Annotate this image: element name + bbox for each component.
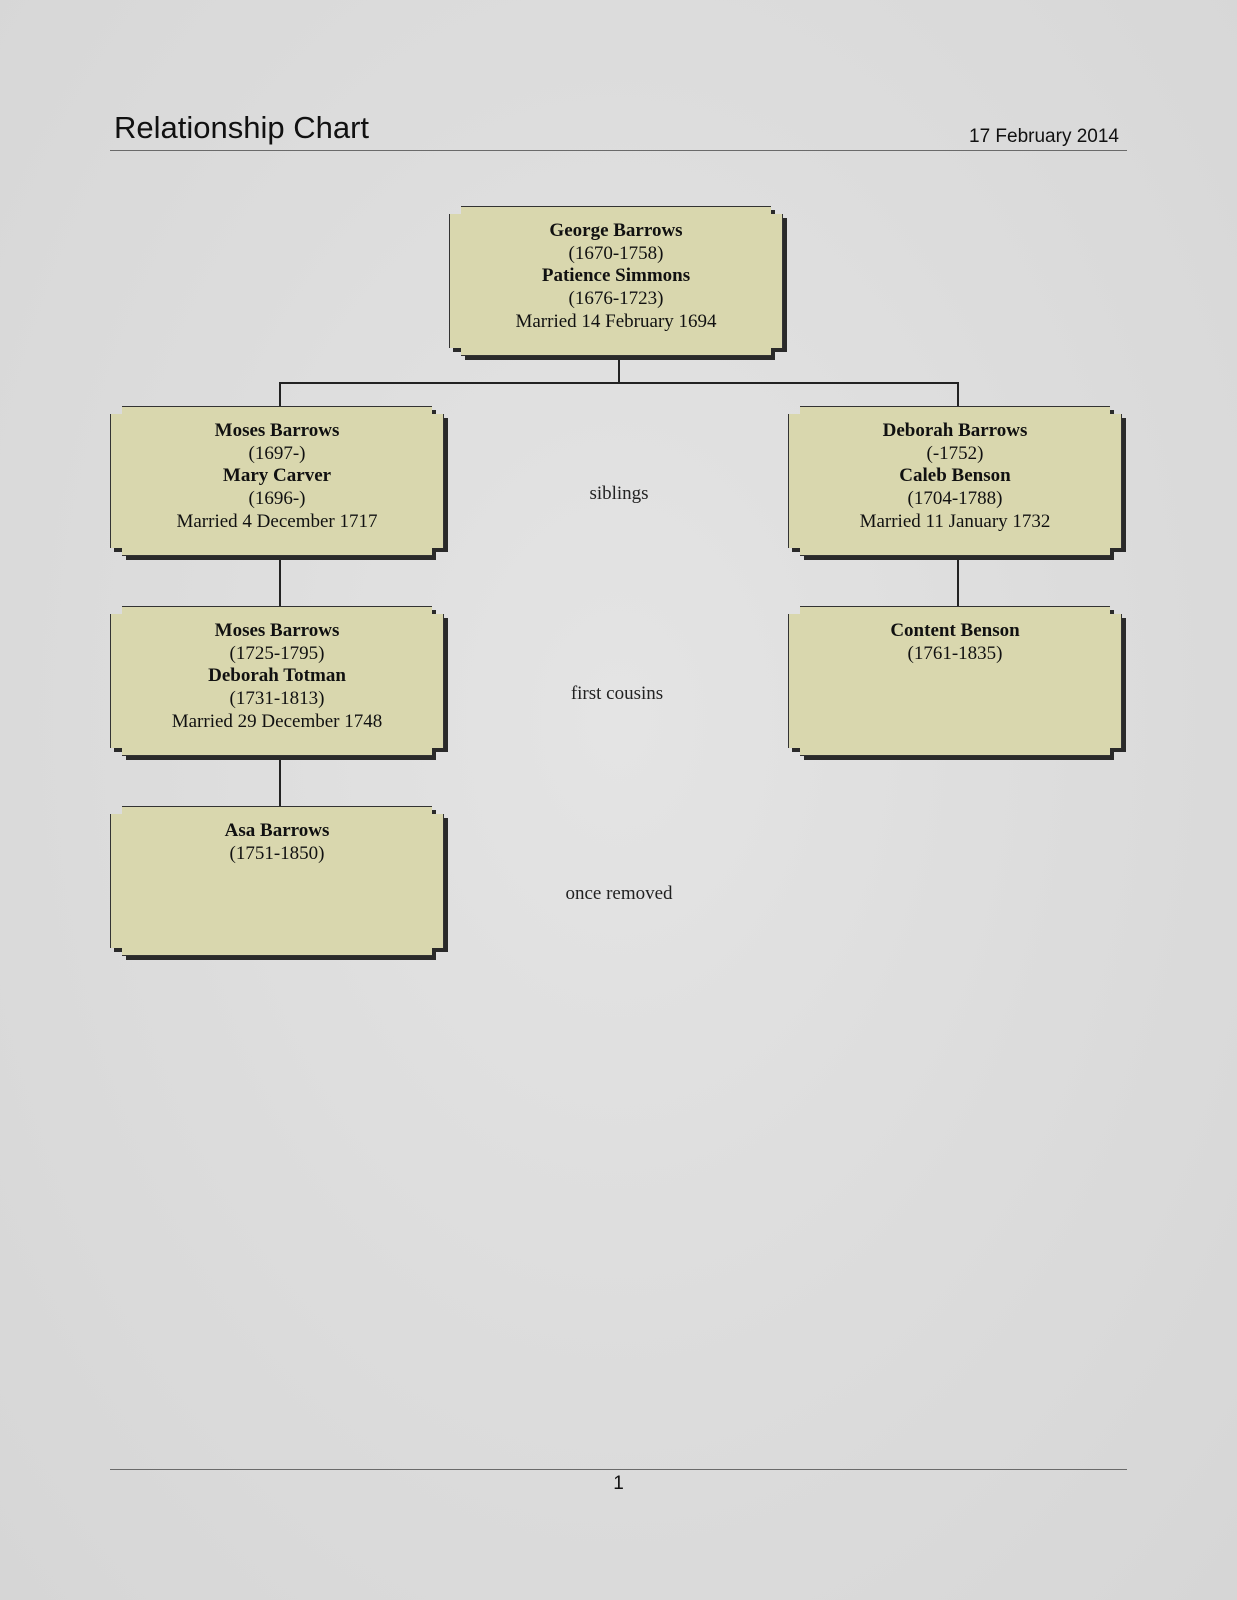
connector-left-gen2 [279,554,281,606]
root-person2-name: Patience Simmons [541,265,691,287]
relationship-label-siblings: siblings [589,483,649,504]
left-gen1-person2-name: Mary Carver [222,465,332,487]
page-number: 1 [613,1473,624,1494]
page-date: 17 February 2014 [969,126,1119,147]
left-gen3-person1-name: Asa Barrows [224,820,330,841]
connector-right-gen2 [957,554,959,606]
right-gen1-person2-dates: (1704-1788) [907,488,1003,510]
relationship-label-once-removed: once removed [565,883,673,904]
left-gen3-person1-dates: (1751-1850) [229,842,325,864]
left-gen2-person1-name: Moses Barrows [214,620,340,641]
footer-rule [110,1469,1127,1470]
right-gen2-box[interactable]: Content Benson (1761-1835) [788,606,1122,756]
connector-left-down [279,382,281,406]
connector-left-gen3 [279,754,281,806]
header-rule [110,150,1127,151]
left-gen2-person2-dates: (1731-1813) [229,688,325,710]
right-gen1-person2-name: Caleb Benson [899,465,1011,487]
left-gen1-person2-dates: (1696-) [248,488,306,510]
left-gen2-person2-name: Deborah Totman [208,665,346,687]
connector-right-down [957,382,959,406]
left-gen1-person1-name: Moses Barrows [214,420,340,441]
right-gen2-person1-name: Content Benson [890,620,1020,641]
relationship-label-first-cousins: first cousins [570,683,664,704]
right-gen2-person1-dates: (1761-1835) [907,642,1003,664]
right-gen1-person1-dates: (-1752) [926,442,984,464]
root-couple-box[interactable]: George Barrows (1670-1758) Patience Simm… [449,206,783,356]
left-gen2-marriage: Married 29 December 1748 [171,710,383,732]
left-gen2-person1-dates: (1725-1795) [229,642,325,664]
left-gen2-box[interactable]: Moses Barrows (1725-1795) Deborah Totman… [110,606,444,756]
left-gen1-box[interactable]: Moses Barrows (1697-) Mary Carver (1696-… [110,406,444,556]
root-person1-dates: (1670-1758) [568,242,664,264]
right-gen1-marriage: Married 11 January 1732 [859,510,1051,532]
connector-horizontal [279,382,958,384]
right-gen1-person1-name: Deborah Barrows [882,420,1028,441]
page-title: Relationship Chart [114,110,370,145]
root-marriage: Married 14 February 1694 [515,310,717,332]
left-gen1-marriage: Married 4 December 1717 [176,510,378,532]
root-person1-name: George Barrows [549,220,683,241]
left-gen3-box[interactable]: Asa Barrows (1751-1850) [110,806,444,956]
right-gen1-box[interactable]: Deborah Barrows (-1752) Caleb Benson (17… [788,406,1122,556]
root-person2-dates: (1676-1723) [568,288,664,310]
left-gen1-person1-dates: (1697-) [248,442,306,464]
connector-root-down [618,356,620,384]
